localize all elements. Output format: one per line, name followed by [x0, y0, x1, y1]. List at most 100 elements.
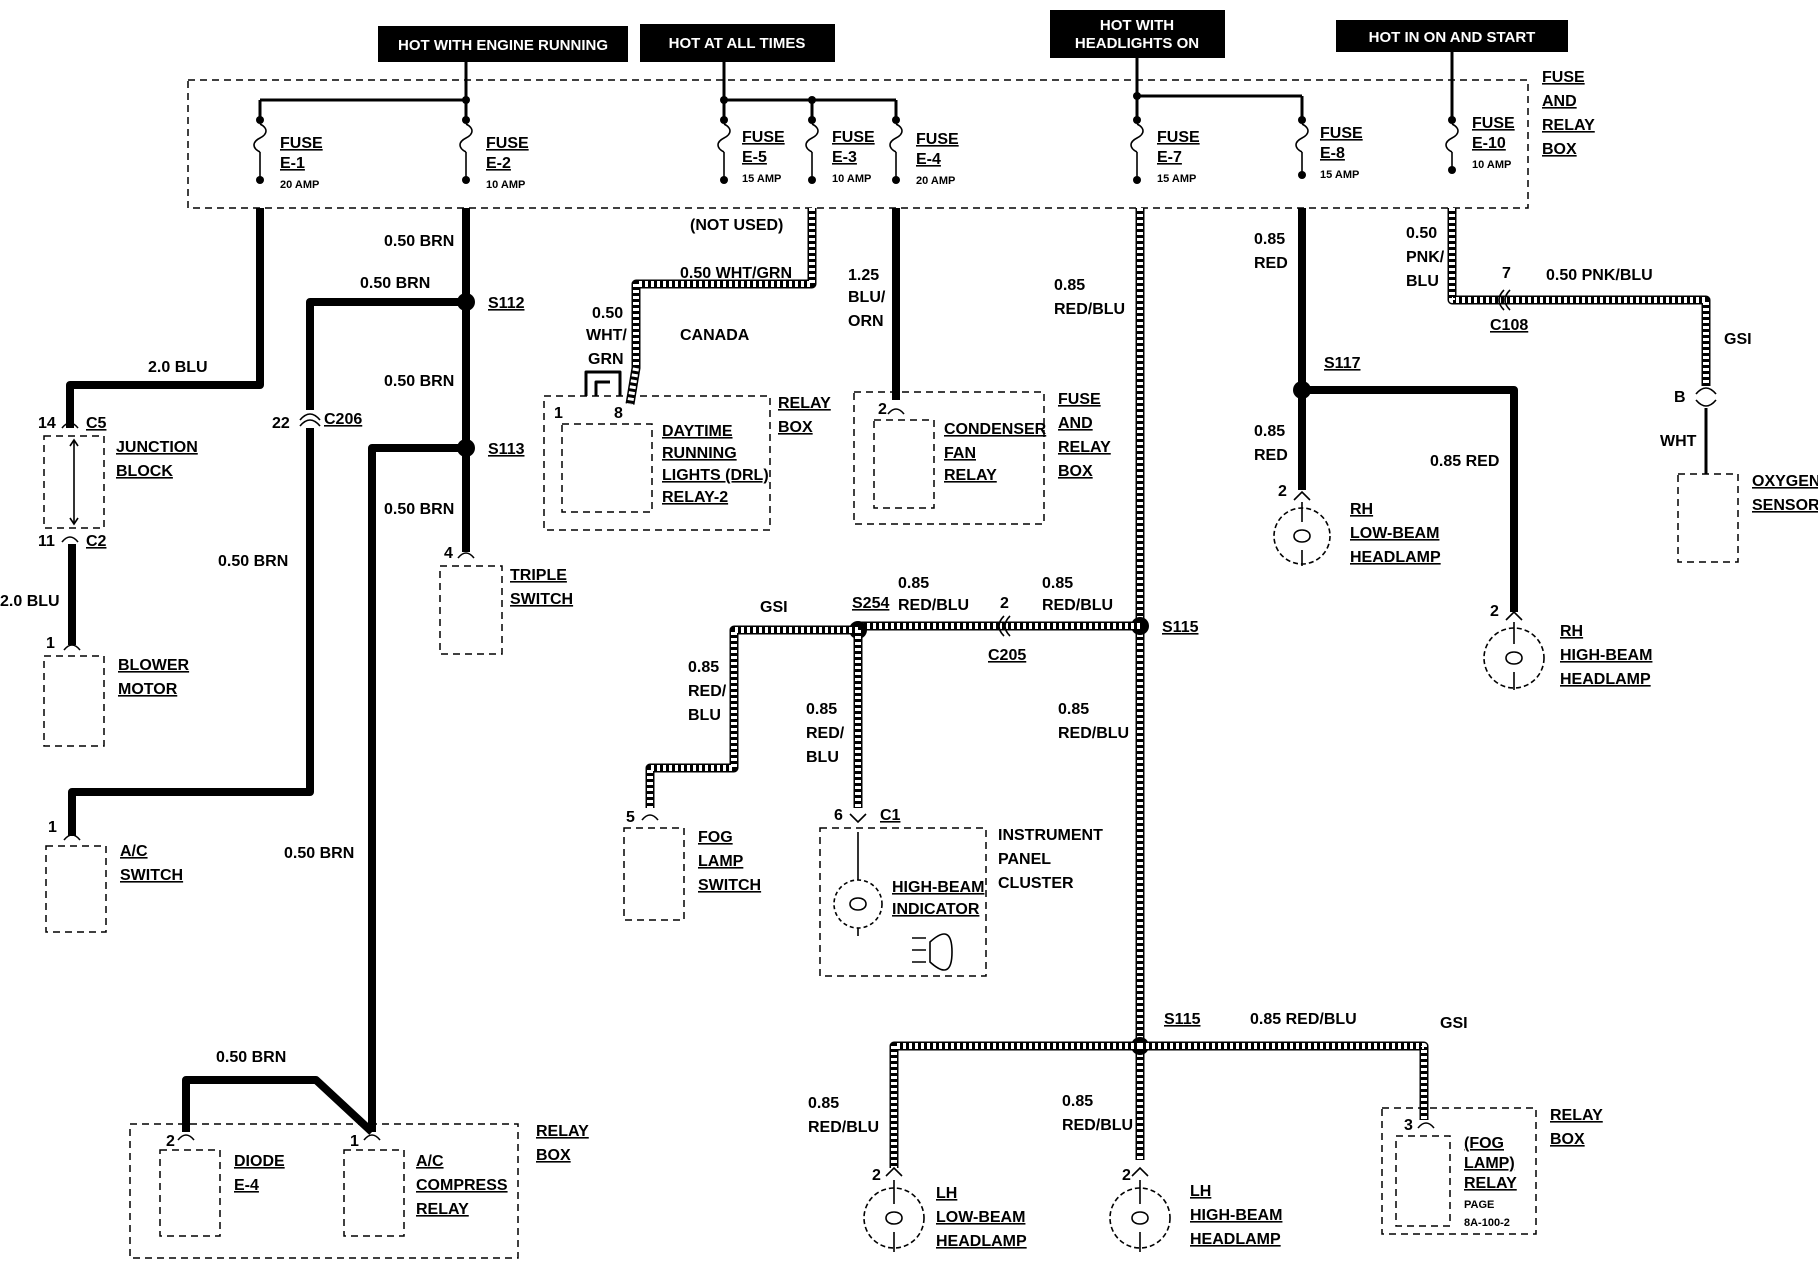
wire-label-s254-a: 0.85: [898, 575, 929, 592]
wire-label-e10-b: PNK/: [1406, 249, 1445, 266]
svg-text:AND: AND: [1542, 93, 1577, 110]
svg-text:C2: C2: [86, 533, 107, 550]
connector-c205: 2 C205: [988, 595, 1026, 664]
svg-text:BOX: BOX: [1550, 1131, 1585, 1148]
fuse-e7: FUSE E-7 15 AMP: [1130, 116, 1200, 185]
wire-label-s117-b: RED: [1254, 447, 1288, 464]
canada-label: CANADA: [680, 327, 750, 344]
svg-text:15 AMP: 15 AMP: [1320, 169, 1359, 181]
wire-label-e2: 0.50 BRN: [384, 233, 454, 250]
svg-text:MOTOR: MOTOR: [118, 681, 178, 698]
wire-label-lh-high-b: RED/BLU: [1062, 1117, 1133, 1134]
svg-text:PANEL: PANEL: [998, 851, 1051, 868]
svg-text:BLOCK: BLOCK: [116, 463, 173, 480]
svg-text:COMPRESS: COMPRESS: [416, 1177, 508, 1194]
wire-label-e2-low: 0.50 BRN: [384, 501, 454, 518]
triple-switch: 4 TRIPLE SWITCH: [439, 545, 573, 655]
svg-text:TRIPLE: TRIPLE: [510, 567, 567, 584]
svg-text:10 AMP: 10 AMP: [1472, 159, 1511, 171]
svg-text:5: 5: [626, 809, 635, 826]
svg-text:2: 2: [1278, 483, 1287, 500]
rh-low-beam-headlamp: 2 RH LOW-BEAM HEADLAMP: [1273, 483, 1441, 566]
svg-text:E-2: E-2: [486, 155, 511, 172]
splice-s117-label: S117: [1324, 355, 1361, 372]
svg-text:HOT WITH ENGINE RUNNING: HOT WITH ENGINE RUNNING: [398, 37, 608, 54]
fuse-e1: FUSE E-1 20 AMP: [253, 116, 323, 191]
svg-text:HEADLAMP: HEADLAMP: [936, 1233, 1027, 1250]
wire-label-s117-a: 0.85: [1254, 423, 1285, 440]
svg-text:RELAY: RELAY: [536, 1123, 589, 1140]
lh-low-beam-headlamp: 2 LH LOW-BEAM HEADLAMP: [863, 1166, 1027, 1252]
connector-c108: 7 C108: [1490, 265, 1528, 334]
svg-text:A/C: A/C: [416, 1153, 444, 1170]
svg-text:FUSE: FUSE: [1058, 391, 1101, 408]
wire-s116-lh-low-inner: [891, 1043, 1140, 1168]
wire-label-pnk-blu: 0.50 PNK/BLU: [1546, 267, 1653, 284]
connector-c206: 22 C206: [272, 411, 362, 432]
fog-lamp-switch: 5 FOG LAMP SWITCH: [623, 809, 761, 921]
svg-text:BOX: BOX: [778, 419, 813, 436]
wire-label-wht: WHT: [1660, 433, 1697, 450]
svg-text:BLOWER: BLOWER: [118, 657, 190, 674]
condenser-fan-relay-box: FUSE AND RELAY BOX 2 CONDENSER FAN RELAY: [853, 391, 1111, 525]
instrument-panel-cluster: 6 C1 INSTRUMENT PANEL CLUSTER HIGH-BEAM …: [819, 807, 1103, 977]
rh-high-beam-headlamp: 2 RH HIGH-BEAM HEADLAMP: [1483, 603, 1652, 690]
svg-text:RH: RH: [1350, 501, 1373, 518]
wire-label-fog-b: RED/: [688, 683, 727, 700]
svg-text:OXYGEN: OXYGEN: [1752, 473, 1818, 490]
wire-label-s117-high: 0.85 RED: [1430, 453, 1499, 470]
svg-text:1: 1: [48, 819, 57, 836]
svg-text:HIGH-BEAM: HIGH-BEAM: [1560, 647, 1652, 664]
relay-box-bottom-left: RELAY BOX 2 DIODE E-4 1 A/C COMPRESS REL…: [129, 1123, 589, 1259]
svg-text:8: 8: [614, 405, 623, 422]
svg-text:LIGHTS (DRL): LIGHTS (DRL): [662, 467, 769, 484]
wire-s116-lh-low: [889, 1041, 1140, 1168]
svg-text:10 AMP: 10 AMP: [832, 173, 871, 185]
splice-s113-label: S113: [488, 441, 525, 458]
svg-text:LH: LH: [1190, 1183, 1211, 1200]
svg-text:FUSE: FUSE: [1320, 125, 1363, 142]
svg-text:FUSE: FUSE: [832, 129, 875, 146]
svg-text:1: 1: [46, 635, 55, 652]
fuse-e4: FUSE E-4 20 AMP: [889, 116, 959, 187]
svg-text:RELAY: RELAY: [1542, 117, 1595, 134]
svg-text:HIGH-BEAM: HIGH-BEAM: [1190, 1207, 1282, 1224]
wire-label-e7-a: 0.85: [1054, 277, 1085, 294]
wire-label-wht-grn-b: WHT/: [586, 327, 627, 344]
svg-text:2: 2: [878, 401, 887, 418]
header-headlights-on: HOT WITH HEADLIGHTS ON: [1050, 10, 1225, 58]
wire-label-gsi-o2: GSI: [1724, 331, 1752, 348]
svg-text:JUNCTION: JUNCTION: [116, 439, 198, 456]
wire-label-lh-low-b: RED/BLU: [808, 1119, 879, 1136]
svg-text:E-1: E-1: [280, 155, 305, 172]
svg-text:C205: C205: [988, 647, 1026, 664]
wire-label-diode: 0.50 BRN: [216, 1049, 286, 1066]
wire-label-s112: 0.50 BRN: [360, 275, 430, 292]
wire-label-s254-b: RED/BLU: [898, 597, 969, 614]
fuse-e8: FUSE E-8 15 AMP: [1295, 116, 1363, 181]
svg-text:RUNNING: RUNNING: [662, 445, 737, 462]
junction-block: 14 C5 11 C2 JUNCTION BLOCK: [38, 415, 198, 550]
wire-diode-brn: [182, 1076, 375, 1135]
wire-e3-wht-grn-inner: [627, 208, 815, 405]
svg-text:DAYTIME: DAYTIME: [662, 423, 733, 440]
wire-label-wht-grn: 0.50 WHT/GRN: [680, 265, 792, 282]
svg-text:2: 2: [872, 1167, 881, 1184]
wire-label-gsi-fog: GSI: [760, 599, 788, 616]
wire-label-e8-a: 0.85: [1254, 231, 1285, 248]
wire-label-ipc-c: BLU: [806, 749, 839, 766]
wire-label-lh-low-a: 0.85: [808, 1095, 839, 1112]
wire-label-blu-orn-b: BLU/: [848, 289, 886, 306]
fog-relay-box: RELAY BOX 3 (FOG LAMP) RELAY PAGE 8A-100…: [1381, 1107, 1603, 1235]
svg-text:FUSE: FUSE: [280, 135, 323, 152]
splice-s112-label: S112: [488, 295, 525, 312]
wire-label-c205-a: 0.85: [1042, 575, 1073, 592]
splice-s116-label: S115: [1164, 1011, 1201, 1028]
svg-text:10 AMP: 10 AMP: [486, 179, 525, 191]
svg-text:20 AMP: 20 AMP: [916, 175, 955, 187]
fuse-relay-box-label: FUSE AND RELAY BOX: [1542, 69, 1595, 158]
svg-text:LOW-BEAM: LOW-BEAM: [936, 1209, 1025, 1226]
wire-label-fog-a: 0.85: [688, 659, 719, 676]
wire-label-blu-orn-a: 1.25: [848, 267, 879, 284]
wire-e1-blu: [66, 208, 264, 428]
